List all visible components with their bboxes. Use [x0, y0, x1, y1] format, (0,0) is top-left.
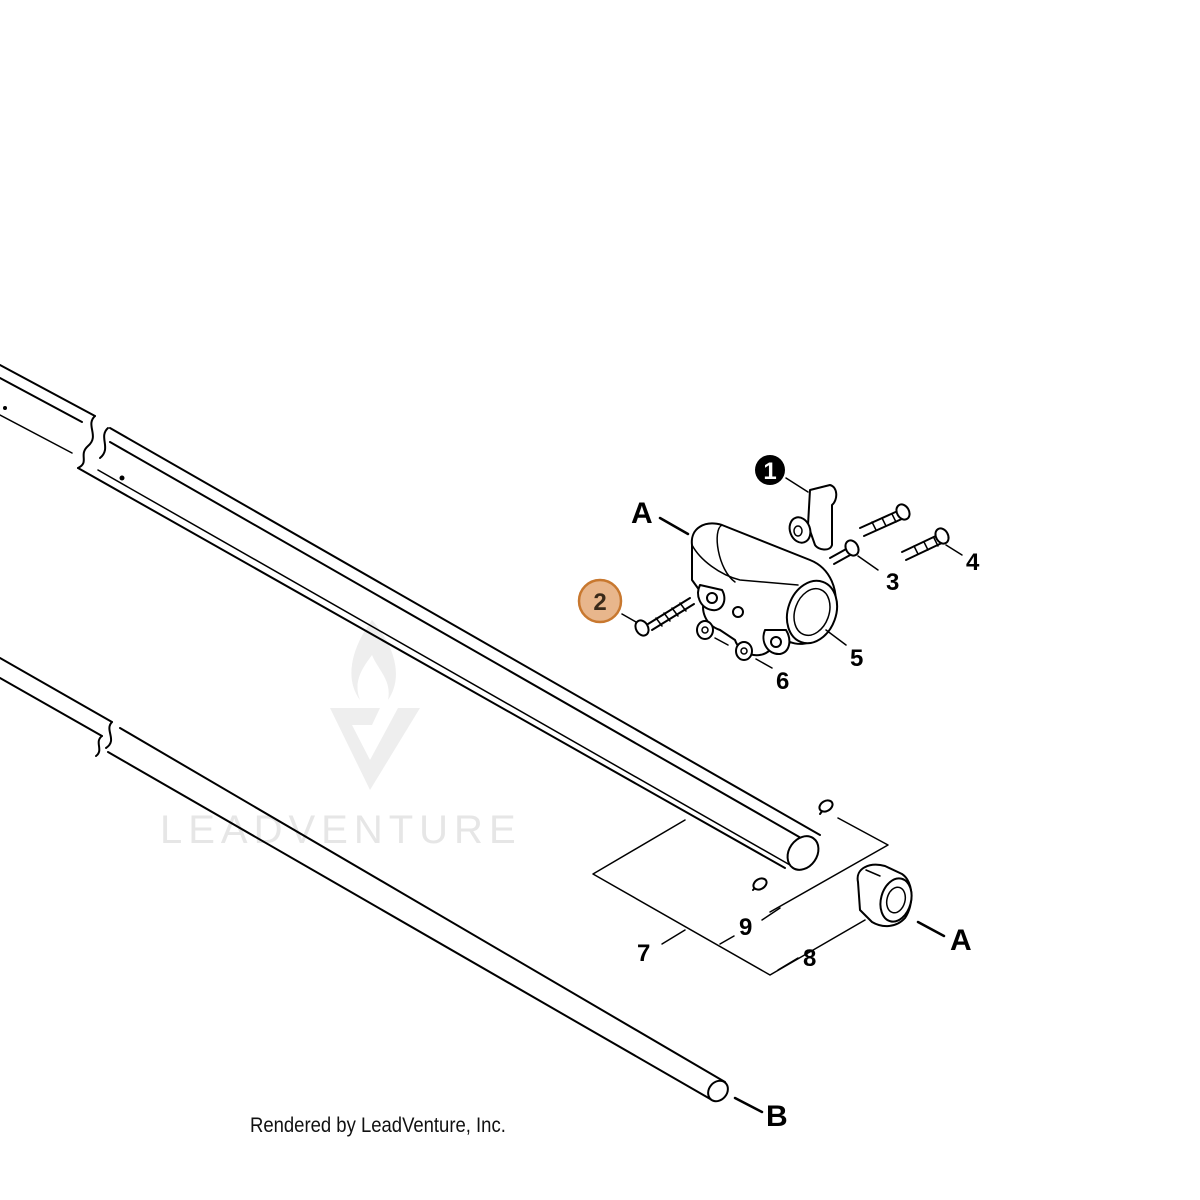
callout-5[interactable]: 5 [850, 645, 863, 672]
ref-a-right: A [950, 924, 972, 957]
screw-part-2 [634, 597, 695, 637]
nut-part-6-b [735, 641, 753, 661]
callout-4[interactable]: 4 [966, 549, 980, 576]
leader-lines [592, 477, 963, 976]
wing-screw [788, 484, 838, 551]
screw-part-4-lower [901, 527, 950, 561]
rivet-part-9-lower [752, 877, 768, 891]
callout-7[interactable]: 7 [637, 940, 650, 967]
callout-8[interactable]: 8 [803, 945, 816, 972]
nut-part-6-a [696, 620, 714, 640]
drive-shaft [0, 657, 729, 1103]
cap-nut-part-8 [856, 863, 913, 928]
ref-a-right-leader [916, 920, 946, 938]
ref-a-top: A [631, 497, 653, 530]
shaft-tube [0, 364, 821, 871]
callout-6[interactable]: 6 [776, 668, 789, 695]
rivet-part-9-upper [818, 799, 834, 815]
rendered-by-caption: Rendered by LeadVenture, Inc. [250, 1114, 506, 1137]
callout-1[interactable]: 1 [755, 455, 785, 485]
callout-2-label: 2 [593, 589, 606, 616]
clamp-housing [690, 522, 839, 657]
watermark-text: LEADVENTURE [160, 808, 522, 852]
ref-a-top-leader [658, 516, 690, 536]
callout-9[interactable]: 9 [739, 914, 752, 941]
callout-2-highlighted[interactable]: 2 [577, 578, 623, 624]
callout-3[interactable]: 3 [886, 569, 899, 596]
callout-1-label: 1 [763, 458, 776, 485]
watermark-logo [330, 620, 420, 790]
screw-part-3 [829, 539, 860, 565]
screw-part-4-upper [859, 503, 911, 537]
ref-b-bottom: B [766, 1100, 788, 1133]
ref-b-leader [733, 1096, 764, 1114]
